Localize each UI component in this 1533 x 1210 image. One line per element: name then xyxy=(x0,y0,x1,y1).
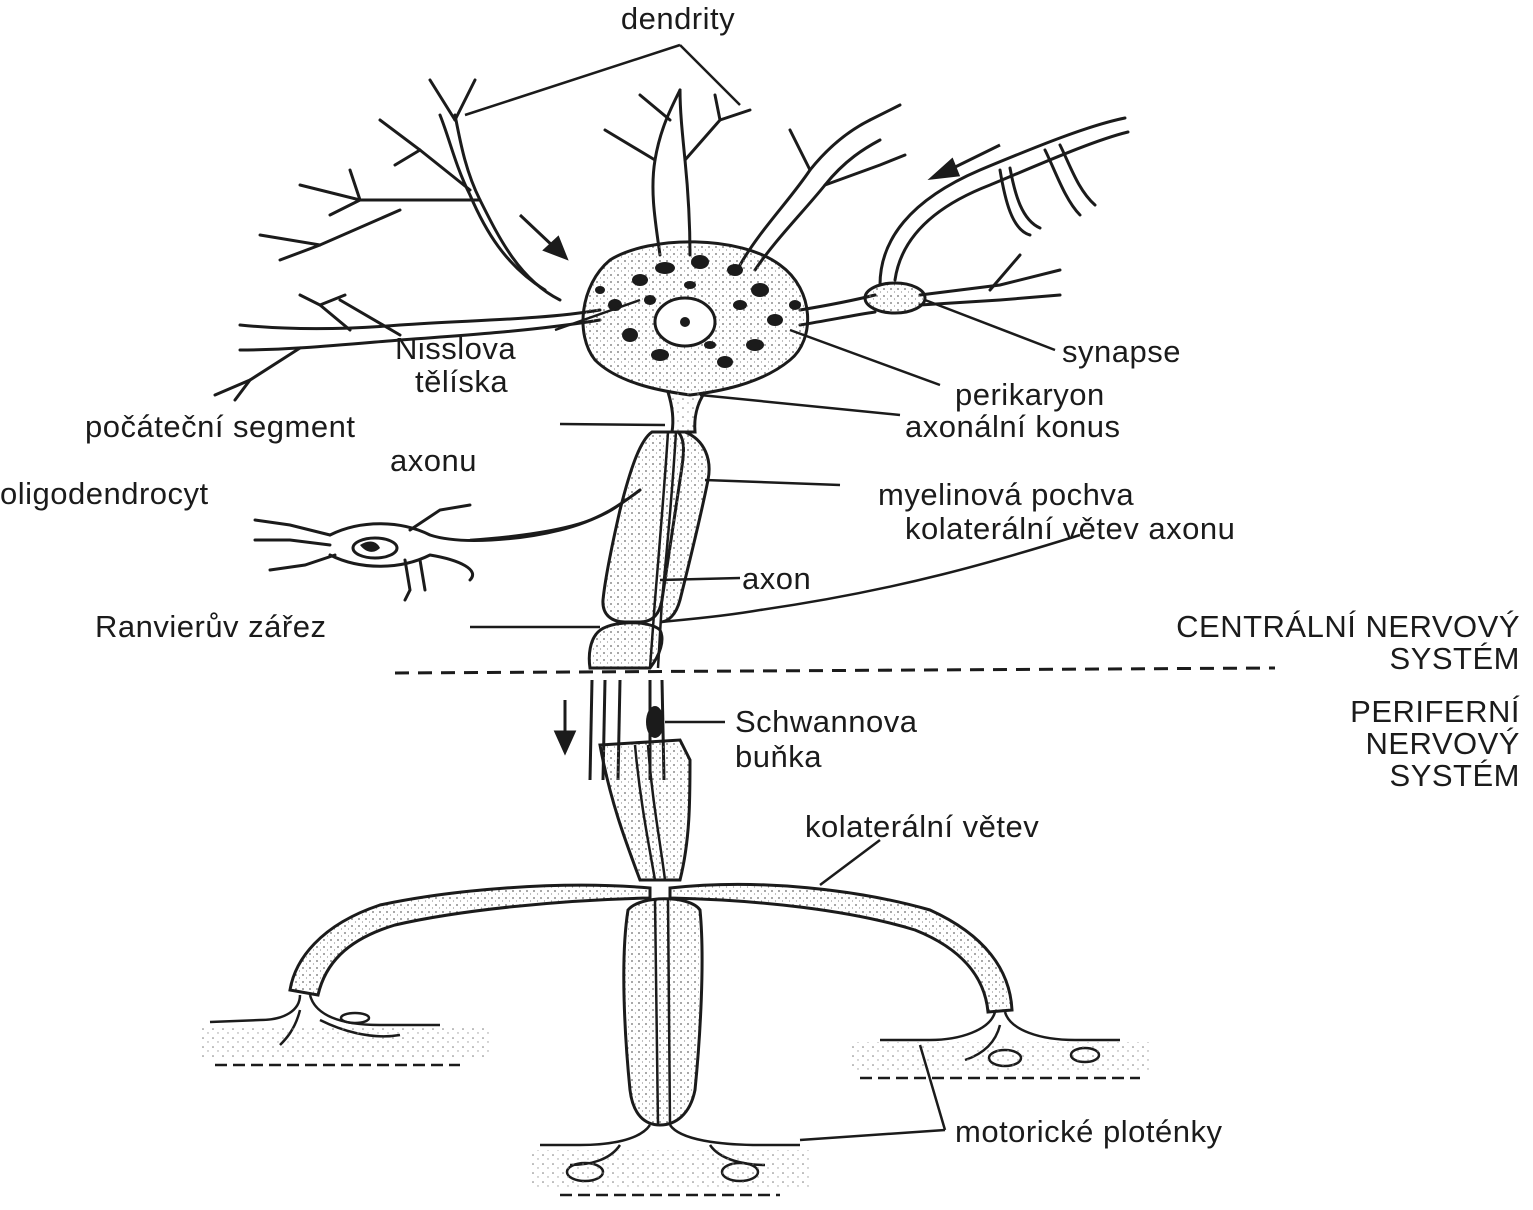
label-cns-2: SYSTÉM xyxy=(1100,642,1520,676)
nucleolus xyxy=(680,317,690,327)
label-pns-2: NERVOVÝ xyxy=(1100,727,1520,761)
myelin-sheath-cns xyxy=(589,432,709,668)
label-axon: axon xyxy=(742,562,811,596)
myelin-lower xyxy=(624,899,702,1125)
label-synapse: synapse xyxy=(1062,335,1181,369)
collateral-left xyxy=(290,885,650,995)
label-ranvier: Ranvierův zářez xyxy=(95,610,326,644)
label-nisslova-1: Nisslova xyxy=(395,332,516,366)
label-dendrity: dendrity xyxy=(578,2,778,36)
label-kolateralni-axonu: kolaterální větev axonu xyxy=(905,512,1235,546)
label-schwannova: Schwannova xyxy=(735,705,918,739)
label-nisslova-2: tělíska xyxy=(415,365,508,399)
label-perikaryon: perikaryon xyxy=(955,378,1105,412)
label-kolateralni-vetev: kolaterální větev xyxy=(805,810,1039,844)
synapse-bulb xyxy=(865,283,925,313)
oligodendrocyte xyxy=(255,490,640,600)
arrow-incoming xyxy=(932,145,1000,178)
axon-hillock xyxy=(668,392,705,432)
label-axonu: axonu xyxy=(390,444,477,478)
label-pns-1: PERIFERNÍ xyxy=(1100,695,1520,729)
incoming-axon xyxy=(880,118,1128,285)
label-pocatecni-segment: počáteční segment xyxy=(85,410,355,444)
arrow-down xyxy=(556,700,574,752)
schwann-nucleus xyxy=(646,706,664,738)
axon-lower-trunk xyxy=(600,740,690,880)
label-motoricke-plotenky: motorické ploténky xyxy=(955,1115,1222,1149)
label-myelinova-pochva: myelinová pochva xyxy=(878,478,1134,512)
label-cns-1: CENTRÁLNÍ NERVOVÝ xyxy=(1100,610,1520,644)
label-bunka: buňka xyxy=(735,740,822,774)
label-oligodendrocyt: oligodendrocyt xyxy=(0,477,209,511)
label-pns-3: SYSTÉM xyxy=(1100,759,1520,793)
collateral-right xyxy=(670,884,1012,1012)
label-axonalni-konus: axonální konus xyxy=(905,410,1121,444)
arrow-dendrite xyxy=(520,215,566,258)
